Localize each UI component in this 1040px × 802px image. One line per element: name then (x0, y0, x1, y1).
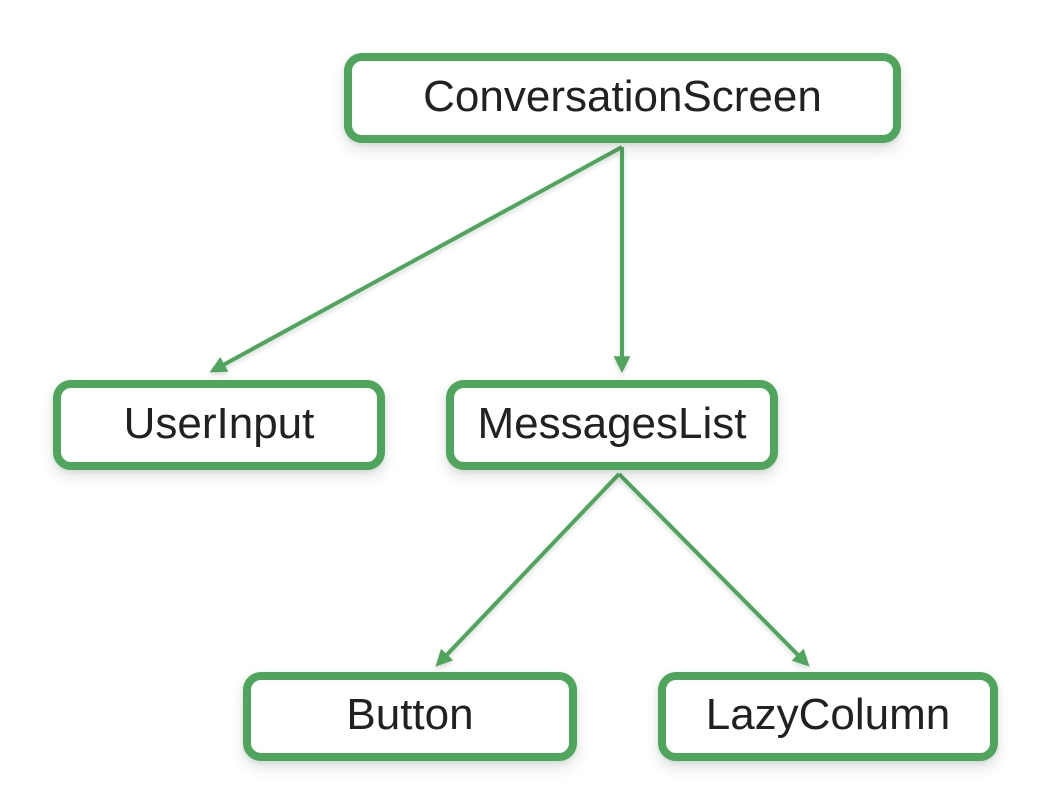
edge-conversationscreen-userinput (209, 145, 623, 373)
node-conversationscreen: ConversationScreen (344, 53, 901, 143)
node-lazycolumn: LazyColumn (658, 672, 998, 761)
node-conversationscreen-label: ConversationScreen (423, 71, 822, 121)
node-messageslist: MessagesList (446, 380, 778, 470)
node-messageslist-label: MessagesList (477, 398, 747, 448)
node-button: Button (243, 672, 577, 761)
node-userinput-label: UserInput (123, 398, 315, 448)
edge-messageslist-lazycolumn (617, 472, 810, 667)
node-lazycolumn-label: LazyColumn (705, 690, 951, 739)
node-userinput: UserInput (53, 380, 385, 470)
edge-messageslist-button (435, 472, 621, 667)
node-button-label: Button (346, 690, 474, 739)
